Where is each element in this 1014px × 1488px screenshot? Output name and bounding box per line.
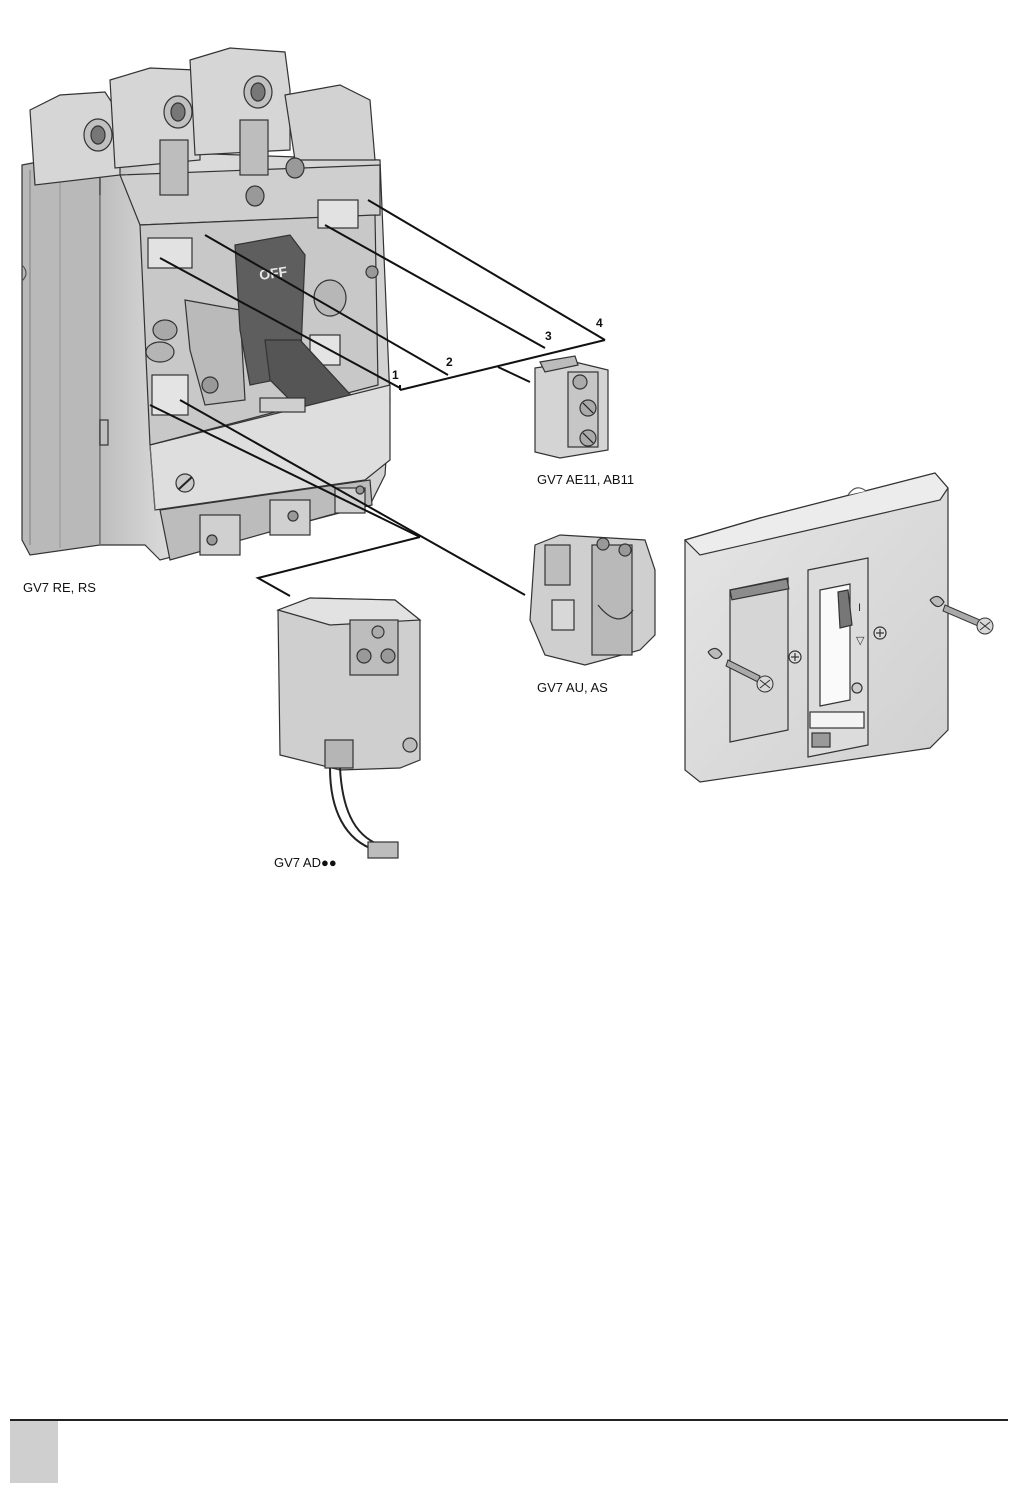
cover-screw-right	[943, 605, 993, 634]
shunt-release-illustration	[530, 535, 655, 665]
cover-on-mark: I	[858, 602, 861, 614]
slot-number-4: 4	[596, 316, 603, 330]
cover-arrow-mark: ▽	[856, 635, 865, 647]
footer-rule	[10, 1419, 1008, 1421]
circuit-breaker-illustration: OFF	[22, 48, 390, 560]
auxiliary-contact-block-illustration	[535, 356, 608, 458]
label-contact-block: GV7 AE11, AB11	[537, 472, 634, 487]
footer-page-tab	[10, 1421, 58, 1483]
front-cover-illustration: I ▽	[685, 473, 948, 782]
slot-number-1: 1	[392, 368, 399, 382]
label-breaker: GV7 RE, RS	[23, 580, 96, 595]
slot-number-3: 3	[545, 329, 552, 343]
slot-number-2: 2	[446, 355, 453, 369]
label-release: GV7 AU, AS	[537, 680, 608, 695]
label-adapter: GV7 AD●●	[274, 855, 337, 870]
adapter-module-illustration	[278, 598, 420, 858]
